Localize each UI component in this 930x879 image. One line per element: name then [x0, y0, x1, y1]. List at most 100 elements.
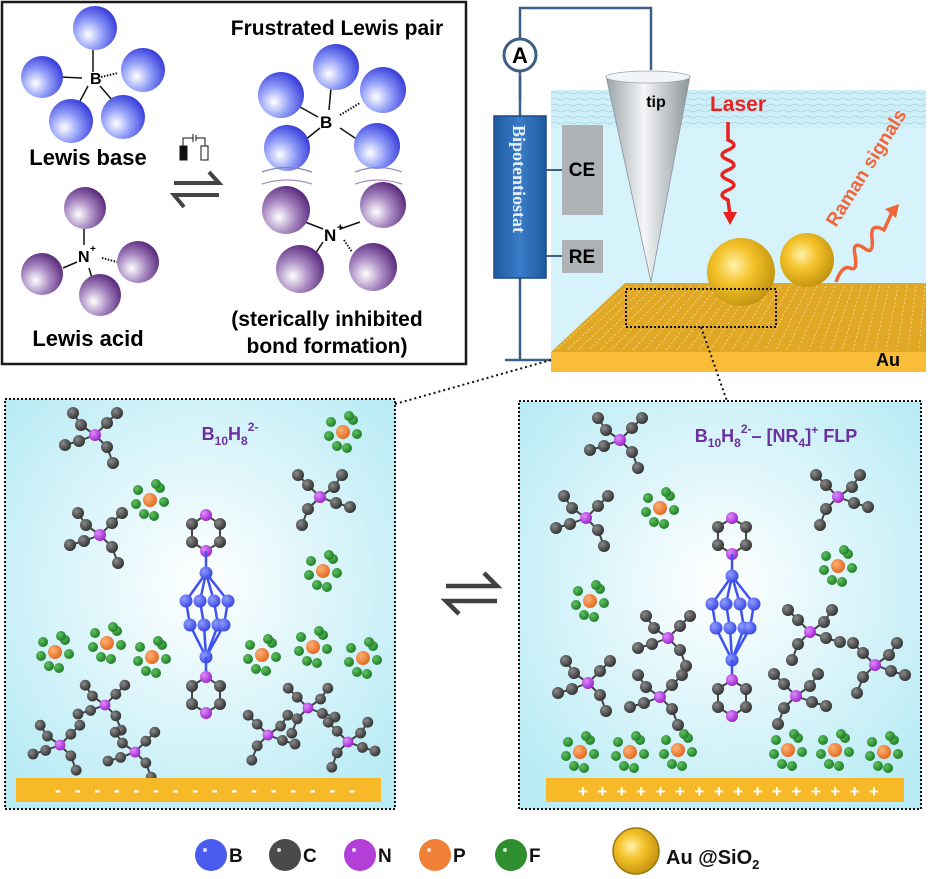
carbon-atom [566, 683, 578, 695]
carbon-atom [67, 407, 79, 419]
carbon-atom [149, 726, 161, 738]
substituent-sphere [349, 243, 397, 291]
nr4-cation [322, 716, 381, 773]
fluorine-atom [36, 651, 46, 661]
pf6-anion [865, 731, 903, 773]
carbon-atom [812, 668, 824, 680]
fluorine-atom [816, 749, 826, 759]
carbon-atom [666, 703, 678, 715]
zoom-connector-left [394, 359, 552, 405]
fluorine-atom [885, 731, 895, 741]
zoom-connector-right [700, 326, 729, 405]
ammeter-label: A [512, 43, 528, 68]
fluorine-atom [893, 749, 903, 759]
carbon-atom [186, 518, 198, 530]
fluorine-atom [135, 642, 145, 652]
negative-electrode [16, 778, 381, 802]
charge-symbol: - [192, 780, 198, 800]
flp-caption-line1: (sterically inhibited [231, 308, 422, 331]
flp-boron-molecule: B [258, 44, 406, 173]
carbon-atom [592, 412, 604, 424]
carbon-atom [834, 636, 846, 648]
nr4-cation [242, 709, 301, 766]
charge-symbol: + [714, 782, 724, 801]
fluorine-atom [151, 668, 161, 678]
carbon-atom [292, 469, 304, 481]
substituent-sphere [313, 44, 359, 90]
fluorine-atom [821, 551, 831, 561]
substituent-sphere [73, 6, 117, 50]
pf6-anion [659, 729, 697, 771]
carbon-atom [70, 764, 82, 776]
legend-label: B [229, 846, 243, 867]
carbon-atom [820, 503, 832, 515]
substituent-sphere [117, 241, 159, 283]
carbon-atom [568, 667, 580, 679]
phosphorus-atom [831, 559, 845, 573]
phosphorus-atom [573, 745, 587, 759]
carbon-atom [826, 604, 838, 616]
boron-atom [221, 594, 235, 608]
carbon-atom [712, 701, 724, 713]
ce-label: CE [569, 160, 595, 181]
nitrogen-atom [580, 512, 592, 524]
carbon-atom [140, 757, 152, 769]
carbon-atom [106, 541, 118, 553]
carbon-atom [550, 522, 562, 534]
carbon-atom [79, 679, 91, 691]
carbon-atom [34, 719, 46, 731]
pf6-anion [611, 731, 649, 773]
carbon-atom [322, 716, 334, 728]
pf6-anion [769, 729, 807, 771]
fluorine-atom [819, 565, 829, 575]
fluorine-atom [322, 582, 332, 592]
carbon-atom [102, 755, 114, 767]
fluorine-atom [261, 666, 271, 676]
au-sio2-swatch [612, 827, 660, 875]
phosphorus-atom [143, 493, 157, 507]
phosphorus-atom [255, 648, 269, 662]
fluorine-atom [131, 499, 141, 509]
boron-atom [197, 618, 211, 632]
carbon-atom [814, 519, 826, 531]
phosphorus-atom [100, 636, 114, 650]
carbon-atom [676, 669, 688, 681]
boron-atom [705, 597, 719, 611]
fluorine-atom [332, 441, 342, 451]
fluorine-atom [589, 612, 599, 622]
nitrogen-atom [302, 702, 314, 714]
carbon-atom [600, 424, 612, 436]
carbon-atom [891, 637, 903, 649]
fluorine-atom [364, 637, 374, 647]
boron-label: B [90, 71, 102, 88]
nitrogen-atom [262, 729, 274, 741]
substituent-sphere [64, 187, 106, 229]
nr4-cation [292, 469, 356, 531]
fluorine-atom [141, 666, 151, 676]
nitrogen-atom [200, 509, 212, 521]
carbon-atom [552, 687, 564, 699]
fluorine-atom [96, 652, 106, 662]
carbon-atom [640, 610, 652, 622]
carbon-atom [119, 679, 131, 691]
carbon-atom [59, 439, 71, 451]
carbon-atom [40, 745, 51, 756]
b10h8-cluster [179, 509, 235, 719]
nitrogen-label: N [78, 249, 90, 266]
legend-swatch [419, 839, 451, 871]
positive-electrode [546, 778, 904, 802]
flp-concept-panel: B Lewis base N + Lewis acid [0, 0, 468, 366]
nitrogen-atom [342, 736, 354, 748]
substituent-sphere [264, 125, 310, 171]
legend-item: B [195, 839, 243, 871]
counter-electrode [562, 125, 603, 215]
carbon-atom [80, 519, 92, 531]
legend-swatch [195, 839, 227, 871]
fluorine-atom [839, 545, 849, 555]
fluorine-atom [865, 751, 875, 761]
carbon-atom [330, 497, 342, 509]
fluorine-atom [346, 643, 356, 653]
charge-symbol: + [733, 782, 743, 801]
electrode-charges: ---------------- [55, 780, 355, 800]
carbon-atom [74, 719, 86, 731]
